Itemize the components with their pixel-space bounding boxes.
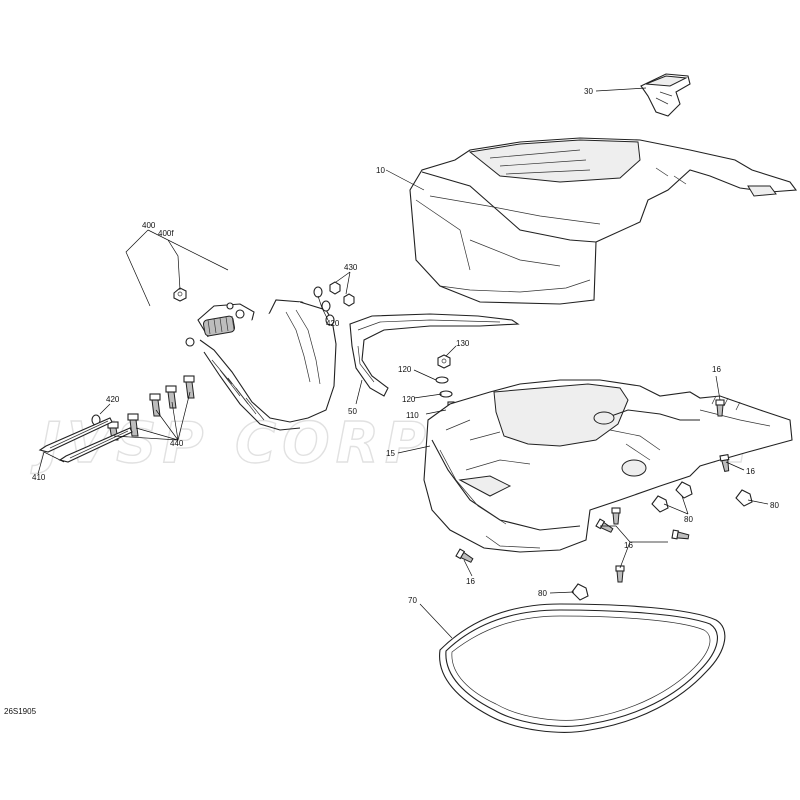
label-15: 15 [386,449,395,458]
callout-labels: 30 10 400 400f 430 420 130 120 120 110 5… [32,87,779,605]
label-410: 410 [32,473,46,482]
label-16-b: 16 [746,467,755,476]
label-120-b: 120 [402,395,416,404]
part-130-nut[interactable] [437,354,451,369]
part-16-screws[interactable] [455,399,731,583]
label-80-b: 80 [770,501,779,510]
label-110: 110 [406,411,419,420]
part-50-trim-strip[interactable] [349,313,520,397]
label-430: 430 [344,263,358,272]
part-410-bolts[interactable] [38,417,133,463]
label-120-a: 120 [398,365,412,374]
label-16-c: 16 [624,541,633,550]
label-16-a: 16 [712,365,721,374]
label-400: 400 [142,221,156,230]
part-70-seal[interactable] [439,603,726,733]
label-50: 50 [348,407,357,416]
label-130: 130 [456,339,470,348]
label-10: 10 [376,166,385,175]
hinge-spring [185,302,245,347]
label-30: 30 [584,87,593,96]
part-420-washers-upper[interactable] [313,286,335,326]
label-80-a: 80 [684,515,693,524]
part-10-upper-cover[interactable] [409,137,798,305]
part-30-clip[interactable] [640,73,691,117]
label-420-upper: 420 [326,319,340,328]
leader-lines [37,87,769,639]
drawing-code: 26S1905 [4,707,37,716]
part-120-washers[interactable] [435,376,453,398]
part-430-nuts[interactable] [329,281,355,307]
part-15-lower-housing[interactable] [423,379,793,553]
label-80-c: 80 [538,589,547,598]
part-80-clips[interactable] [571,481,753,601]
part-400-hinge-assembly[interactable] [185,299,337,431]
label-400f: 400f [158,229,174,238]
label-70: 70 [408,596,417,605]
label-16-d: 16 [466,577,475,586]
label-420-lower: 420 [106,395,120,404]
label-440: 440 [170,439,184,448]
